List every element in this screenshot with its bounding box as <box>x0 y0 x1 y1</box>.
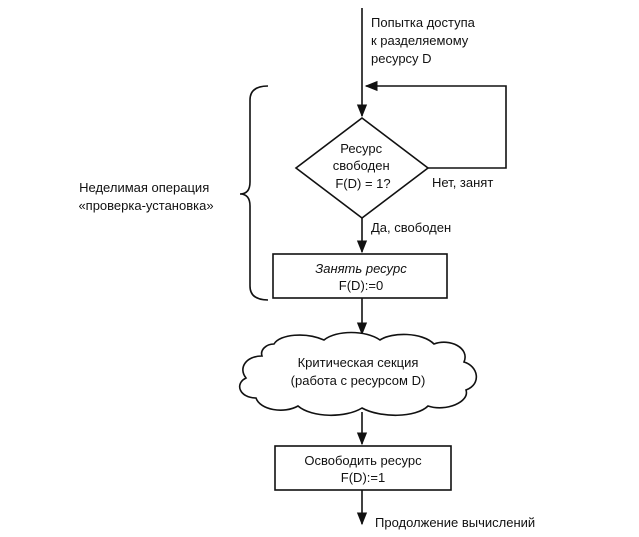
atomic-operation-brace <box>239 85 269 301</box>
loop-back-arrow <box>364 80 507 169</box>
occupy-resource-formula: F(D):=0 <box>339 278 383 293</box>
decision-text: Ресурс свободен F(D) = 1? <box>333 141 394 191</box>
critical-section-subtitle: (работа с ресурсом D) <box>291 373 426 388</box>
no-branch-label: Нет, занят <box>432 175 493 190</box>
release-resource-box <box>274 445 452 491</box>
critical-section-cloud <box>238 331 478 417</box>
yes-branch-label: Да, свободен <box>371 220 451 235</box>
critical-section-title: Критическая секция <box>298 355 419 370</box>
end-label: Продолжение вычислений <box>375 515 535 530</box>
occupy-resource-label: Занять ресурс <box>315 261 407 276</box>
release-resource-label: Освободить ресурс <box>304 453 422 468</box>
atomic-operation-label: Неделимая операция «проверка-установка» <box>78 180 213 213</box>
release-resource-formula: F(D):=1 <box>341 470 385 485</box>
start-label: Попытка доступа к разделяемому ресурсу D <box>371 15 479 66</box>
occupy-resource-box <box>272 253 448 299</box>
